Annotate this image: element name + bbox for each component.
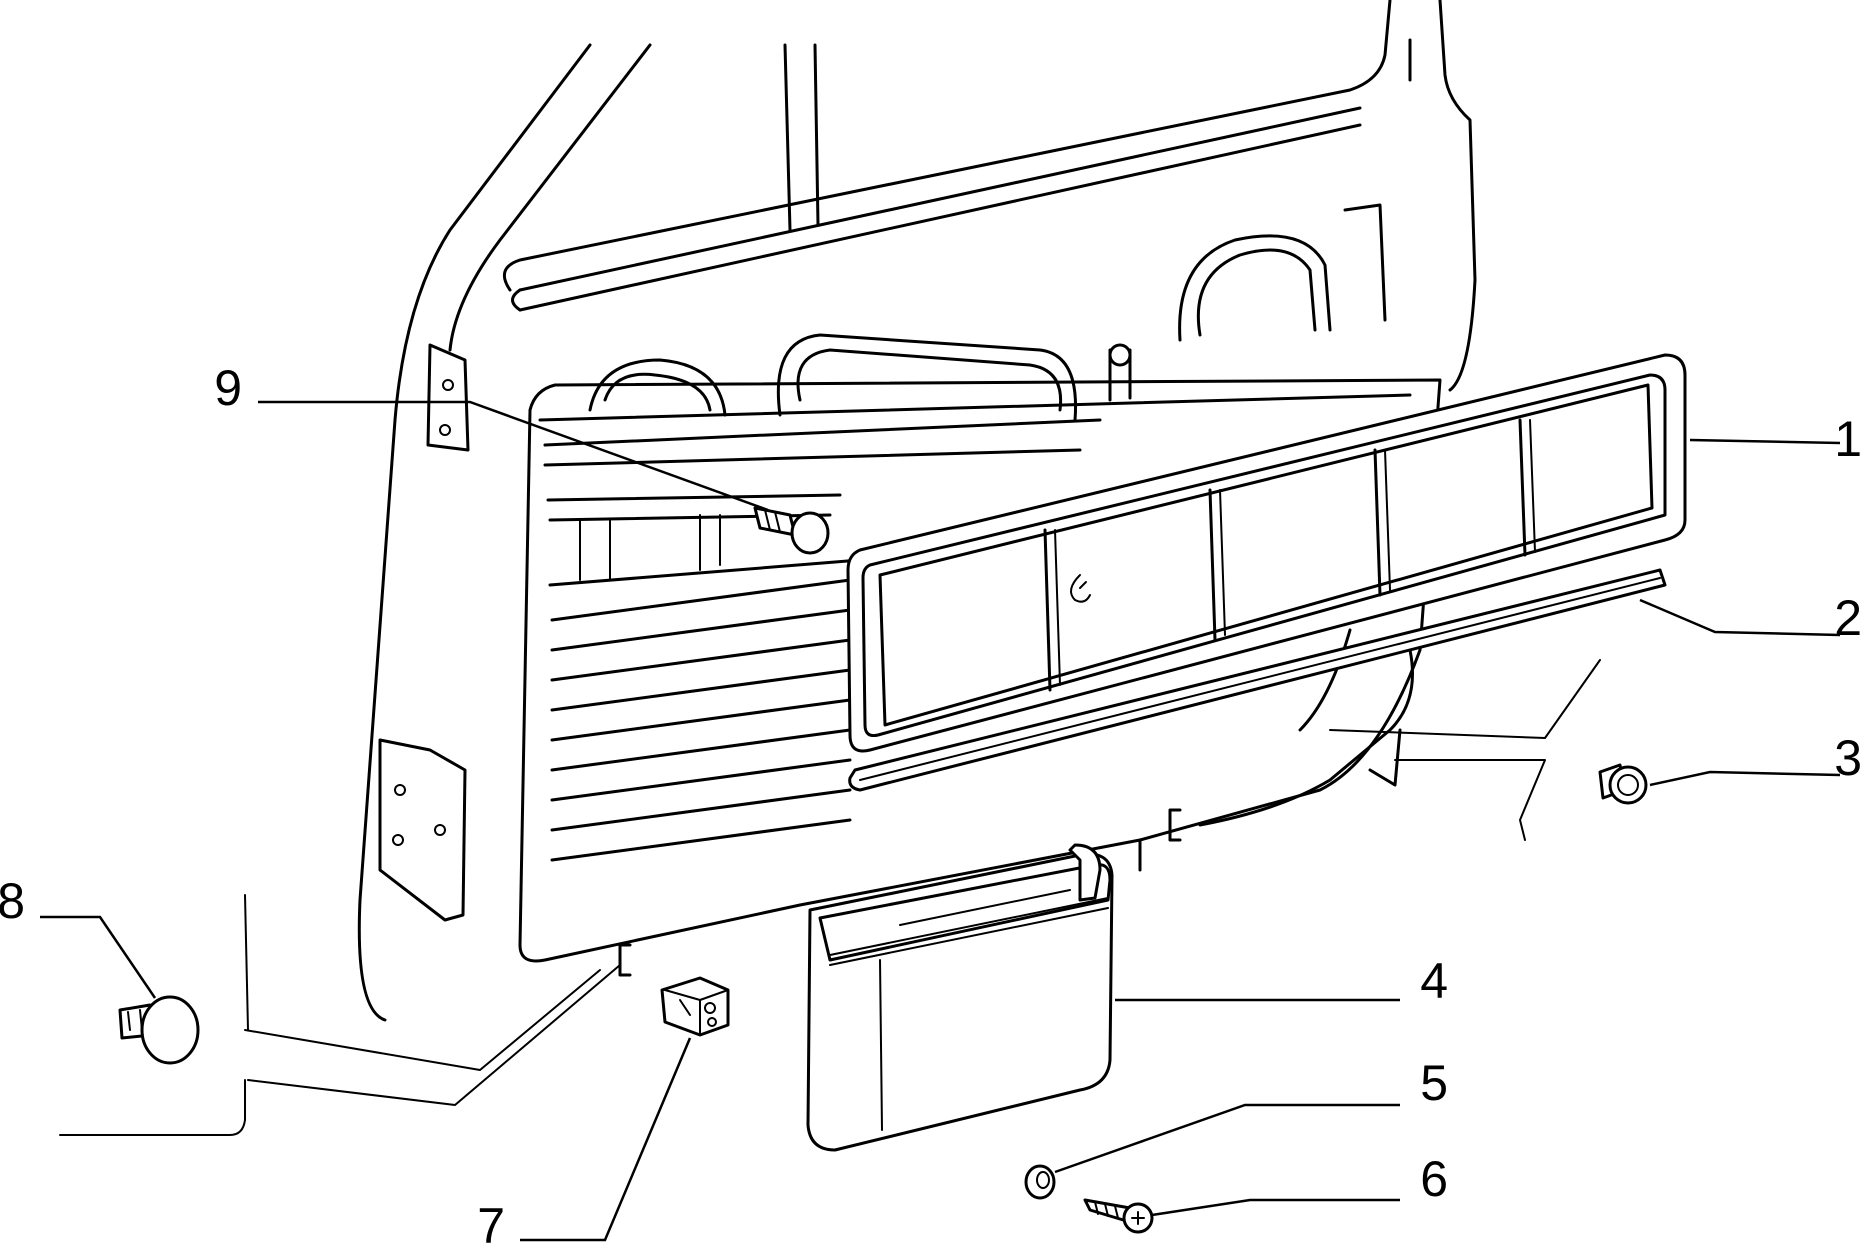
part-9-push-clip	[753, 506, 830, 555]
part-5-washer	[1024, 1164, 1056, 1200]
callout-2: 2	[1834, 590, 1861, 646]
callout-7: 7	[477, 1198, 505, 1247]
callout-labels: 1 2 3 4 5 6 7 8 9	[0, 360, 1861, 1247]
trim-board	[518, 378, 1442, 977]
leader-lines	[40, 400, 1841, 1242]
part-8-button-plug	[118, 995, 200, 1065]
part-3-clip	[1598, 763, 1648, 805]
callout-9: 9	[214, 360, 242, 416]
callout-5: 5	[1420, 1055, 1448, 1111]
door-frame	[357, 0, 1477, 1022]
callout-6: 6	[1420, 1151, 1448, 1207]
callout-8: 8	[0, 873, 25, 929]
part-7-fastener-clip	[660, 976, 730, 1037]
callout-1: 1	[1834, 411, 1861, 467]
part-4-door-pocket	[806, 843, 1114, 1152]
part-2-trim-strip	[848, 568, 1667, 792]
callout-3: 3	[1834, 730, 1861, 786]
louvre-grille	[550, 578, 852, 862]
part-6-screw	[1083, 1198, 1154, 1234]
part-1-door-panel	[846, 353, 1687, 753]
section-lines	[59, 659, 1601, 1136]
callout-4: 4	[1420, 953, 1448, 1009]
